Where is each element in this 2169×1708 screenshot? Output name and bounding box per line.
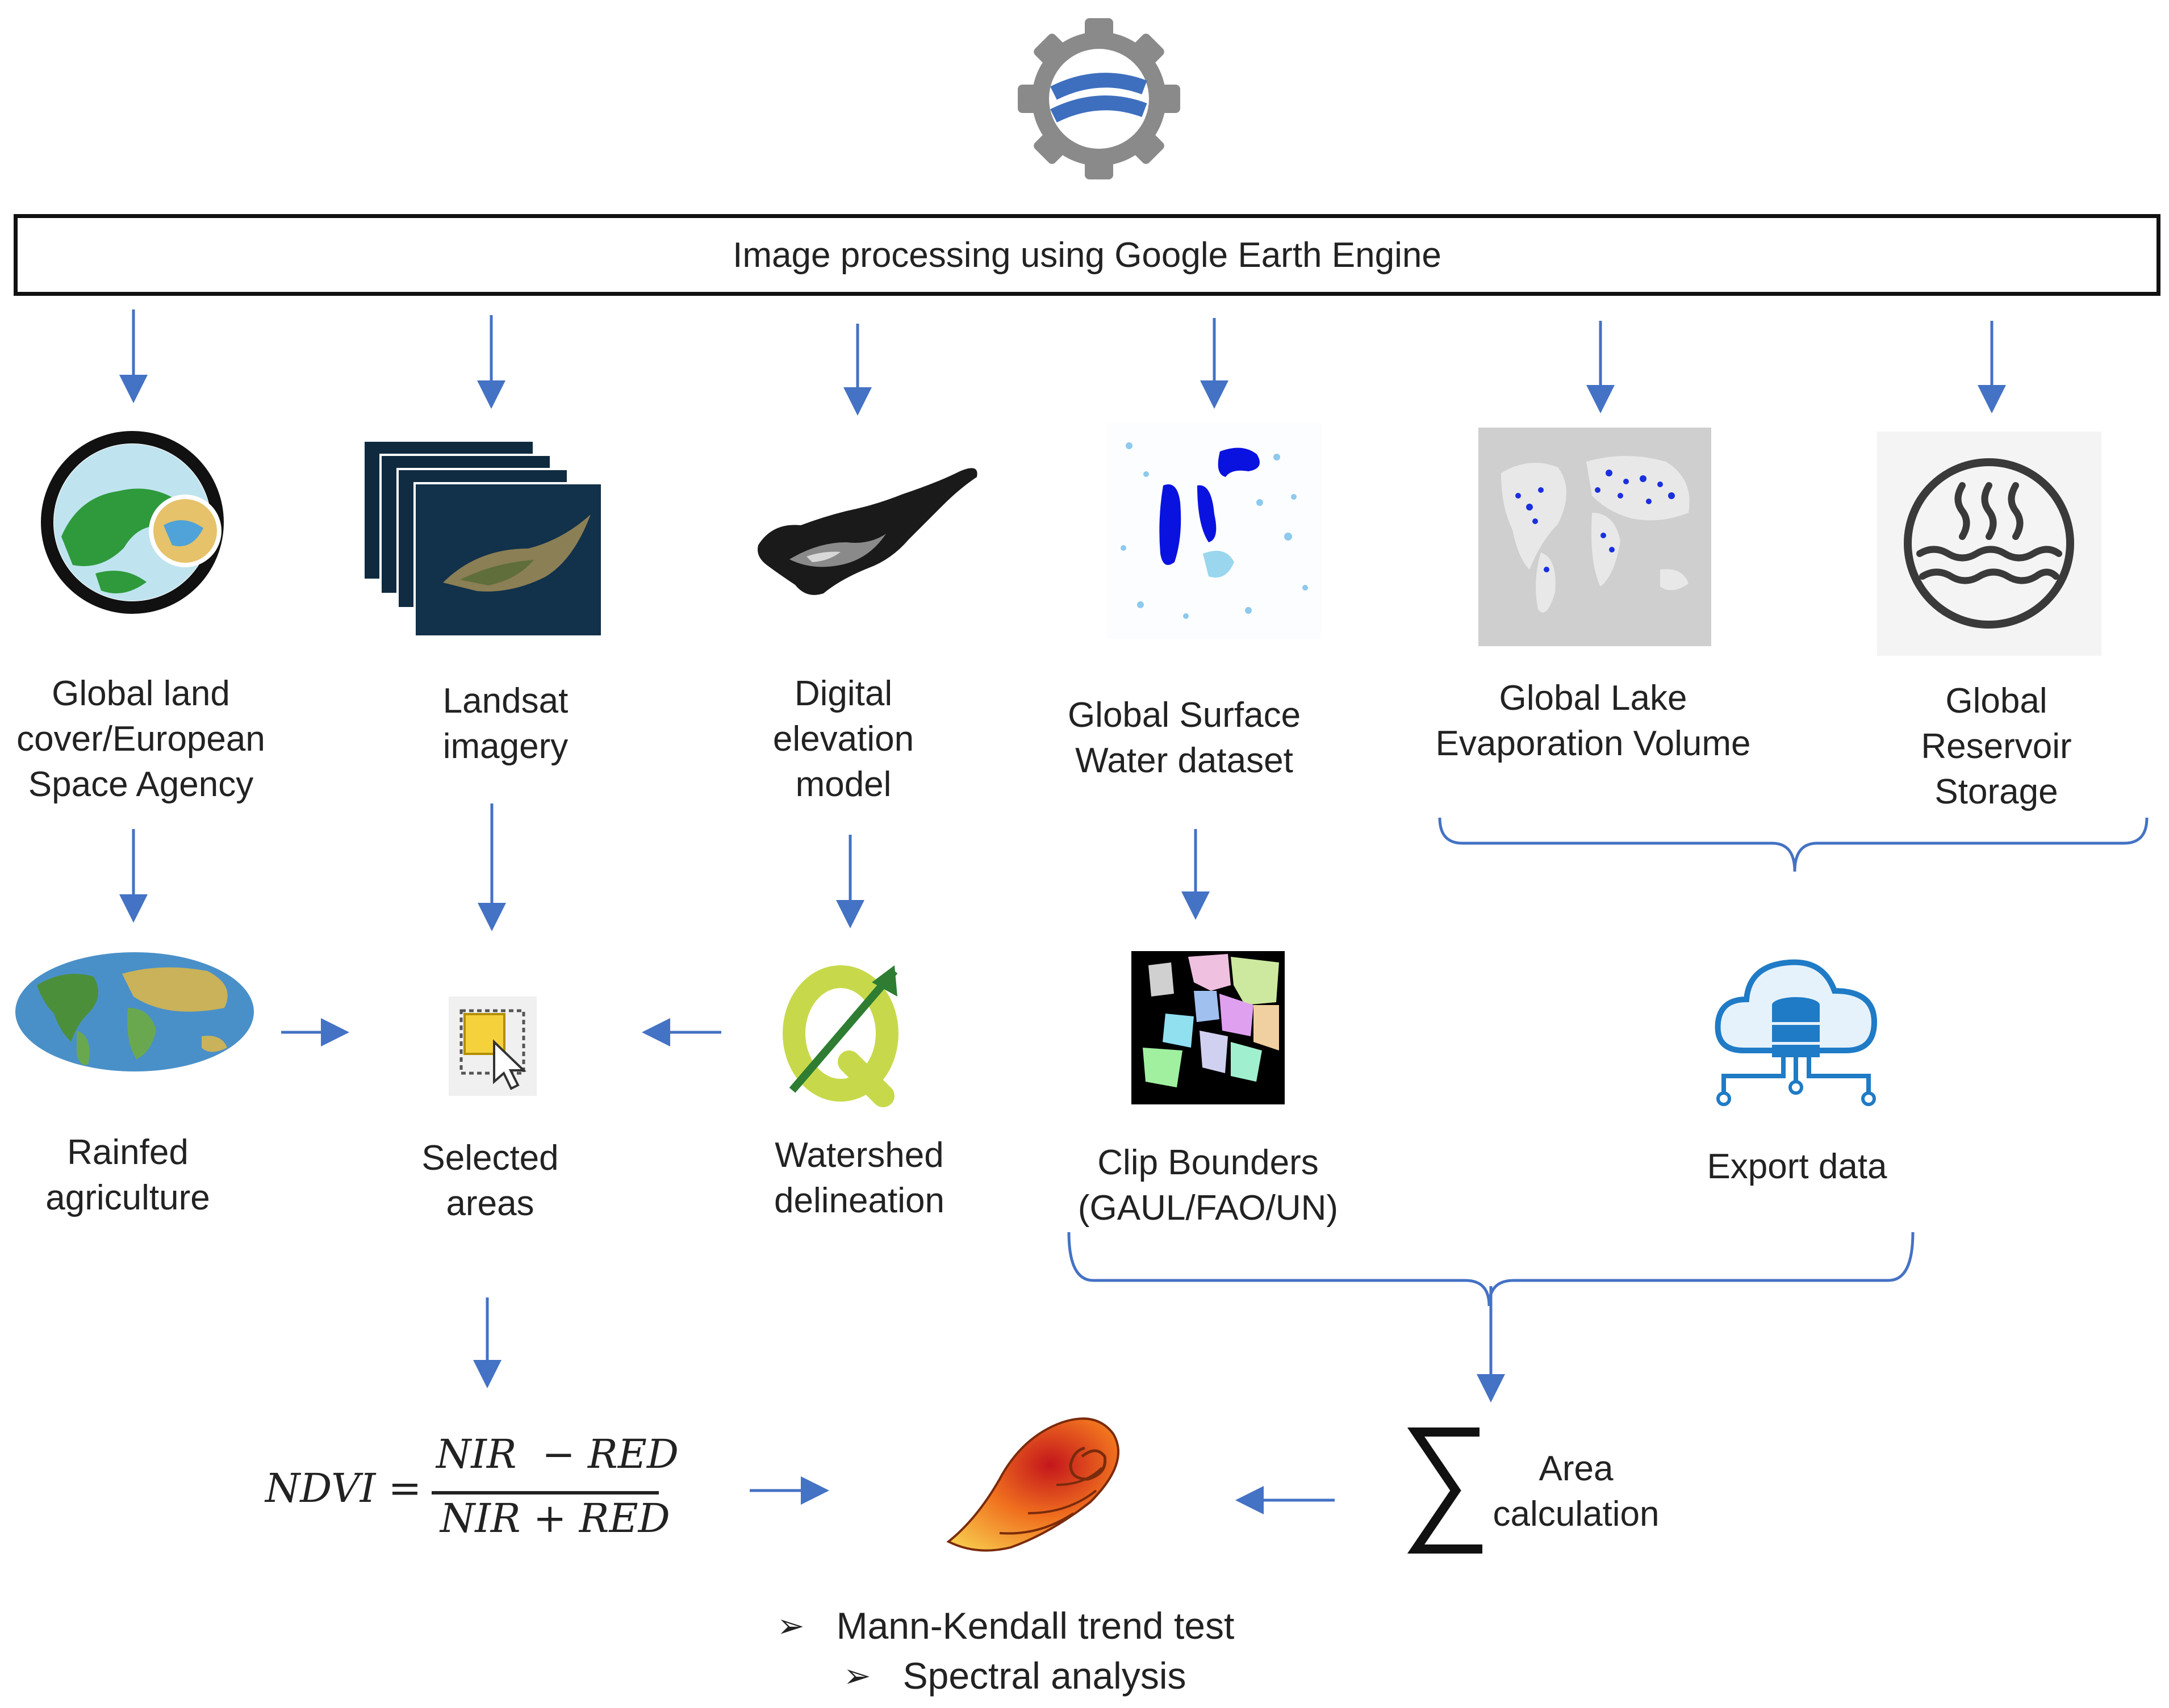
label-surface-water: Global Surface Water dataset [1067, 696, 1301, 780]
bullet-arrowhead-icon: ➢ [843, 1657, 871, 1694]
label-landcover: Global land cover/European Space Agency [16, 674, 265, 804]
label-watershed: Watershed delineation [774, 1136, 945, 1220]
sigma-icon [1406, 1425, 1491, 1556]
label-landsat: Landsat imagery [442, 681, 569, 766]
label-area-calculation: Area calculation [1493, 1449, 1660, 1534]
area-selection-icon [449, 997, 537, 1096]
label-rainfed: Rainfed agriculture [45, 1133, 210, 1217]
nautilus-shell-icon [943, 1411, 1147, 1587]
bullet-arrowhead-icon: ➢ [777, 1607, 805, 1644]
lake-evaporation-world-map-icon [1478, 428, 1711, 646]
ndvi-formula-numerator: NIR − RED [436, 1431, 679, 1477]
google-earth-engine-logo-icon [1005, 8, 1193, 190]
surface-water-map-icon [1106, 423, 1322, 639]
clip-boundaries-map-icon [1131, 951, 1285, 1104]
header-title: Image processing using Google Earth Engi… [733, 235, 1441, 275]
label-clip: Clip Bounders (GAUL/FAO/UN) [1077, 1143, 1339, 1228]
landsat-imagery-stack-icon [363, 441, 602, 637]
bullet-mann-kendall-text: Mann-Kendall trend test [836, 1605, 1235, 1647]
label-lake-evap: Global Lake Evaporation Volume [1435, 679, 1751, 763]
rainfed-world-map-icon [14, 951, 256, 1073]
bracket-area [1067, 1232, 1915, 1307]
ndvi-formula-denominator: NIR + RED [440, 1495, 670, 1542]
reservoir-storage-icon [1877, 432, 2101, 656]
ndvi-formula-lhs: NDVI = [265, 1465, 422, 1512]
label-selected: Selected areas [421, 1138, 559, 1223]
bracket-export [1438, 817, 2149, 872]
ndvi-formula-fraction-bar [432, 1491, 659, 1494]
label-dem: Digital elevation model [772, 674, 914, 804]
elevation-map-icon [755, 460, 983, 602]
label-reservoir: Global Reservoir Storage [1921, 681, 2072, 811]
bullet-mann-kendall: ➢ Mann-Kendall trend test [777, 1604, 1234, 1647]
header-box: Image processing using Google Earth Engi… [14, 214, 2160, 296]
bullet-spectral-analysis-text: Spectral analysis [902, 1655, 1186, 1697]
cloud-database-icon [1710, 943, 1883, 1107]
global-land-cover-icon [39, 429, 226, 616]
qgis-logo-icon [781, 954, 912, 1107]
bullet-spectral-analysis: ➢ Spectral analysis [843, 1654, 1186, 1697]
label-export: Export data [1707, 1147, 1887, 1186]
